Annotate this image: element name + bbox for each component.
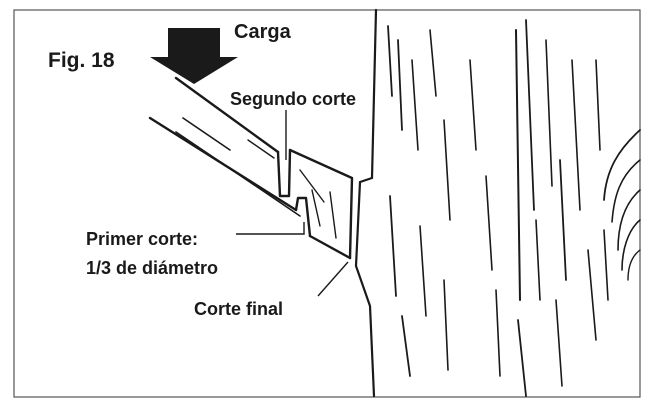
down-arrow-icon <box>150 28 238 84</box>
first-cut-label-line2: 1/3 de diámetro <box>86 258 219 278</box>
second-cut-label: Segundo corte <box>230 89 357 109</box>
first-cut-leader <box>236 222 305 235</box>
figure-number: Fig. 18 <box>48 49 115 72</box>
frame-border <box>13 9 641 398</box>
trunk-outline <box>354 8 641 398</box>
branch-outline <box>148 76 354 260</box>
load-label: Carga <box>234 21 291 43</box>
leader-lines <box>236 110 349 297</box>
final-cut-leader <box>317 261 349 297</box>
first-cut-label-line1: Primer corte: <box>86 229 199 249</box>
final-cut-label: Corte final <box>194 299 284 319</box>
